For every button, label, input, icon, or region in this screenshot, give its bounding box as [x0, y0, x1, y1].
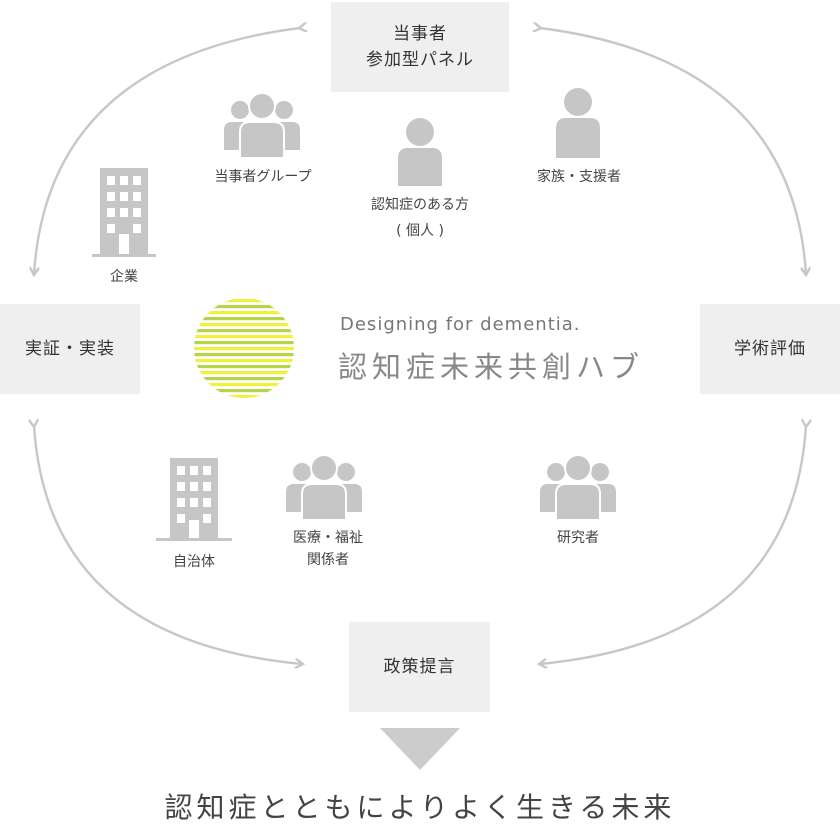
logo-stripe: [194, 377, 294, 381]
brand-tagline-english: Designing for dementia.: [340, 314, 581, 335]
logo-stripe: [194, 311, 294, 315]
logo-stripe: [194, 383, 294, 387]
researcher-group-people-icon: [540, 454, 616, 521]
arrow-right-to-bottom: [540, 426, 806, 664]
logo-stripe: [194, 371, 294, 375]
company-building-icon: [92, 168, 156, 257]
label-medical: 医療・福祉 関係者: [293, 527, 363, 571]
label-medical-line2: 関係者: [307, 552, 349, 568]
node-policy-proposal-label: 政策提言: [383, 657, 456, 677]
arrow-top-to-left: [34, 28, 300, 274]
label-municipality: 自治体: [173, 554, 215, 570]
node-implementation-label: 実証・実装: [25, 339, 115, 359]
brand-logo-icon: [194, 299, 294, 398]
label-company: 企業: [110, 269, 138, 285]
logo-stripe: [194, 347, 294, 351]
logo-stripe: [194, 329, 294, 333]
logo-stripe: [194, 299, 294, 303]
logo-stripe: [194, 353, 294, 357]
node-policy-proposal: 政策提言: [349, 622, 490, 712]
label-researcher: 研究者: [557, 530, 599, 546]
footer-vision-text: 認知症とともによりよく生きる未来: [164, 791, 676, 824]
logo-stripe: [194, 317, 294, 321]
logo-stripe: [194, 323, 294, 327]
arrow-left-to-bottom: [34, 426, 302, 664]
label-individual-line2: ( 個人 ): [396, 223, 444, 239]
arrow-top-to-right: [540, 28, 806, 274]
family-person-icon: [556, 88, 600, 158]
label-medical-line1: 医療・福祉: [293, 530, 363, 546]
logo-stripe: [194, 305, 294, 309]
label-individual-line1: 認知症のある方: [371, 197, 469, 213]
node-patient-panel-line2: 参加型パネル: [366, 50, 474, 70]
label-patient-group: 当事者グループ: [214, 169, 312, 185]
municipality-building-icon: [156, 458, 232, 541]
logo-stripe: [194, 389, 294, 393]
label-family: 家族・支援者: [537, 169, 621, 185]
patient-group-people-icon: [224, 92, 300, 159]
logo-stripe: [194, 335, 294, 339]
medical-group-people-icon: [286, 454, 362, 521]
node-patient-panel: 当事者 参加型パネル: [331, 2, 509, 92]
node-academic-evaluation-label: 学術評価: [734, 339, 806, 359]
individual-person-icon: [398, 118, 442, 186]
logo-stripe: [194, 359, 294, 363]
node-academic-evaluation: 学術評価: [700, 304, 840, 394]
label-individual: 認知症のある方 ( 個人 ): [371, 194, 469, 242]
down-triangle-arrow: [380, 728, 460, 770]
logo-stripe: [194, 341, 294, 345]
node-patient-panel-line1: 当事者: [393, 24, 447, 44]
brand-tagline-japanese: 認知症未来共創ハブ: [338, 350, 645, 384]
node-implementation: 実証・実装: [0, 304, 140, 394]
logo-stripe: [194, 395, 294, 398]
logo-stripe: [194, 365, 294, 369]
